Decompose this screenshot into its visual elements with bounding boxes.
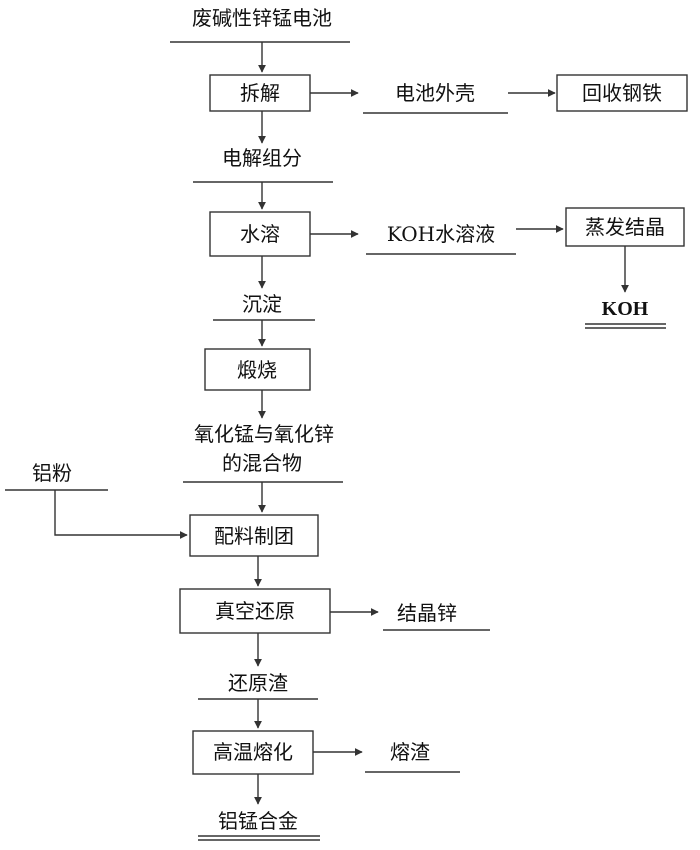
label-koh-product: KOH bbox=[602, 298, 649, 320]
label-al-mn-alloy: 铝锰合金 bbox=[218, 809, 298, 833]
box-vacuum-reduction bbox=[179, 588, 331, 634]
box-high-temp-melting bbox=[192, 730, 314, 775]
box-calcine bbox=[204, 348, 311, 391]
label-battery-shell: 电池外壳 bbox=[395, 81, 475, 105]
label-dismantle: 拆解 bbox=[240, 81, 280, 105]
label-electrolytic-components: 电解组分 bbox=[222, 146, 302, 170]
label-batching-briquetting: 配料制团 bbox=[214, 524, 294, 548]
label-calcine: 煅烧 bbox=[237, 358, 277, 382]
label-evaporate-crystallize: 蒸发结晶 bbox=[585, 215, 665, 239]
label-molten-slag: 熔渣 bbox=[390, 740, 430, 764]
box-batching-briquetting bbox=[189, 514, 319, 557]
label-reduction-slag: 还原渣 bbox=[228, 671, 288, 695]
label-vacuum-reduction: 真空还原 bbox=[215, 599, 295, 623]
label-waste-battery: 废碱性锌锰电池 bbox=[192, 6, 332, 30]
label-oxide-mixture-line2: 的混合物 bbox=[222, 451, 302, 475]
label-oxide-mixture-line1: 氧化锰与氧化锌 bbox=[194, 422, 334, 446]
label-recover-steel: 回收钢铁 bbox=[582, 81, 662, 105]
label-dissolve: 水溶 bbox=[240, 222, 280, 246]
label-aluminum-powder: 铝粉 bbox=[32, 461, 72, 485]
box-recover-steel bbox=[556, 74, 688, 112]
label-high-temp-melting: 高温熔化 bbox=[213, 740, 293, 764]
label-crystal-zinc: 结晶锌 bbox=[397, 601, 457, 625]
arrow-aluminum-powder-to-batching bbox=[54, 490, 188, 539]
label-precipitate: 沉淀 bbox=[242, 292, 282, 316]
label-koh-solution: KOH水溶液 bbox=[387, 222, 495, 246]
box-evaporate-crystallize bbox=[565, 207, 685, 247]
